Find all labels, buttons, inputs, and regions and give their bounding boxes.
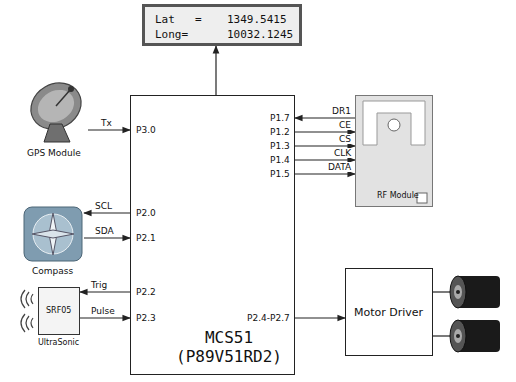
feed	[68, 86, 74, 92]
ultrasonic-waves	[21, 290, 33, 332]
connector	[84, 212, 130, 213]
node-text: Motor Driver	[354, 306, 423, 319]
connector	[295, 117, 355, 118]
signal-label: SCL	[94, 201, 113, 211]
rf-board	[355, 95, 433, 207]
connector	[295, 317, 345, 318]
node-text: Compass	[32, 266, 73, 276]
compass-face	[24, 207, 82, 261]
rf-module: RF Module	[355, 95, 433, 207]
node-text: 1349.5415	[227, 13, 287, 26]
signal-label: SDA	[94, 226, 115, 236]
signal-label: Trig	[90, 280, 108, 290]
satellite-dish	[20, 72, 88, 144]
pin-label: P1.7	[270, 113, 290, 123]
dish-stand	[44, 124, 70, 142]
connector	[80, 317, 130, 318]
node-text: Lat	[155, 13, 175, 26]
node-text: UltraSonic	[38, 338, 79, 347]
dc-motor	[450, 276, 500, 308]
signal-label: DR1	[331, 106, 352, 116]
connector	[295, 173, 355, 174]
needle	[32, 230, 74, 238]
connector	[88, 129, 130, 130]
antenna-trace	[363, 101, 425, 145]
connector	[295, 159, 355, 160]
pin-label: P2.1	[136, 233, 156, 243]
compass-icon	[22, 205, 84, 263]
pin-label: P1.3	[270, 141, 290, 151]
connector	[295, 145, 355, 146]
dish-inner	[32, 84, 80, 129]
connector	[215, 46, 216, 95]
node-text: MCS51 (P89V51RD2)	[170, 328, 288, 366]
motor-driver-box: Motor Driver	[345, 268, 433, 356]
motor-wires	[433, 292, 452, 336]
pin-label: P2.3	[136, 313, 156, 323]
signal-label: CS	[338, 134, 352, 144]
feed-arm	[56, 90, 70, 106]
node-text: RF Module	[377, 191, 419, 200]
compass-module: Compass	[22, 205, 84, 279]
signal-label: CE	[338, 120, 352, 130]
pin-label: P3.0	[136, 125, 156, 135]
pin-label: P1.4	[270, 155, 290, 165]
lcd-display: Lat = 1349.5415Long= 10032.1245	[142, 4, 302, 46]
node-text: Long=	[155, 28, 188, 41]
signal-label: DATA	[327, 162, 352, 172]
compass-ring	[33, 214, 73, 254]
ultrasonic-sensor: SRF05UltraSonic	[38, 287, 80, 335]
dc-motor	[450, 320, 500, 352]
node-text: SRF05	[46, 306, 71, 315]
pcb	[356, 96, 433, 207]
node-text: 10032.1245	[227, 28, 293, 41]
gps-module: GPS Module	[20, 72, 88, 162]
pin-label: P2.0	[136, 208, 156, 218]
node-text: GPS Module	[27, 148, 81, 158]
pin-label: P1.5	[270, 169, 290, 179]
signal-label: Pulse	[90, 306, 116, 316]
connector	[84, 237, 130, 238]
signal-label: CLK	[333, 148, 352, 158]
connector	[295, 131, 355, 132]
mount-hole	[388, 119, 400, 131]
connector	[80, 291, 130, 292]
signal-label: Tx	[100, 118, 113, 128]
node-text: =	[195, 13, 202, 26]
pin-label: P2.4-P2.7	[247, 313, 290, 323]
pin-label: P1.2	[270, 127, 290, 137]
pin-label: P2.2	[136, 287, 156, 297]
